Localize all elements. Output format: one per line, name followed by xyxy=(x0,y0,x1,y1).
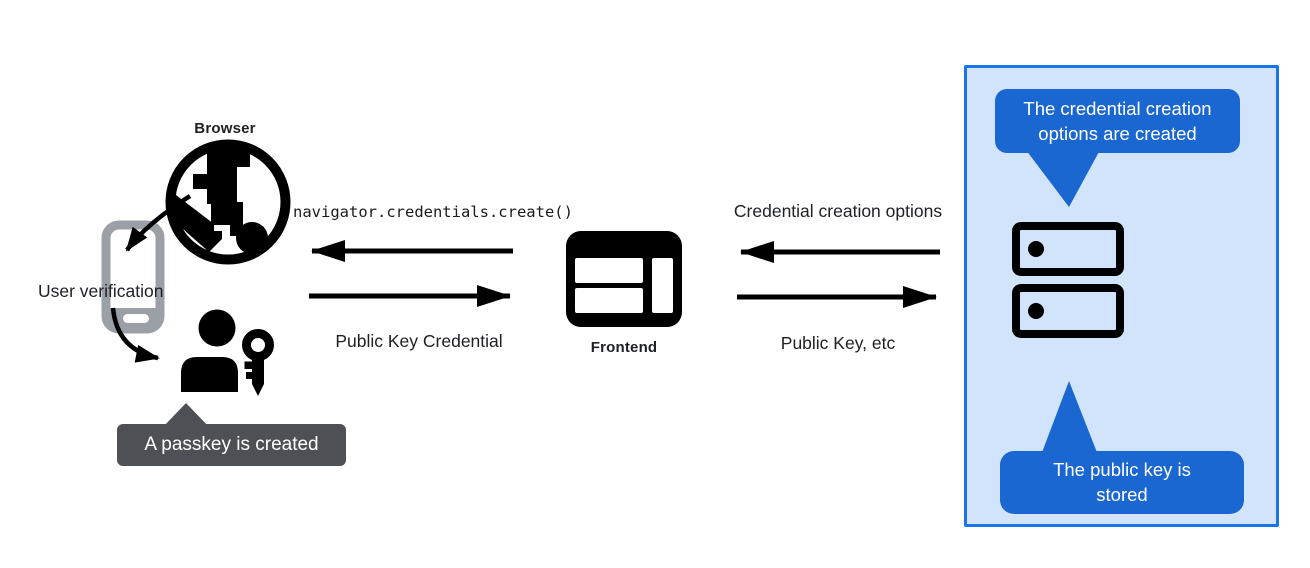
callout-bottom-line2: stored xyxy=(1096,484,1148,505)
user-verification-label: User verification xyxy=(38,281,164,301)
callout-credential-creation-options: The credential creation options are crea… xyxy=(995,89,1240,153)
navigator-credentials-create-label: navigator.credentials.create() xyxy=(293,203,573,221)
passkey-created-tooltip: A passkey is created xyxy=(117,424,346,466)
browser-label: Browser xyxy=(194,120,256,137)
smartphone-icon xyxy=(101,220,165,334)
passkey-created-tooltip-text: A passkey is created xyxy=(144,434,319,455)
credential-creation-options-label: Credential creation options xyxy=(733,201,943,221)
callout-top-line1: The credential creation xyxy=(1023,98,1212,119)
globe-icon xyxy=(165,139,291,265)
public-key-etc-label: Public Key, etc xyxy=(780,333,896,353)
frontend-label: Frontend xyxy=(590,339,658,356)
frontend-icon xyxy=(566,231,682,327)
callout-bottom-line1: The public key is xyxy=(1053,459,1191,480)
callout-public-key-stored: The public key is stored xyxy=(1000,451,1244,514)
user-key-icon xyxy=(181,309,274,396)
public-key-credential-label: Public Key Credential xyxy=(335,331,503,351)
backend-icon xyxy=(1012,222,1124,338)
callout-top-line2: options are created xyxy=(1038,123,1197,144)
